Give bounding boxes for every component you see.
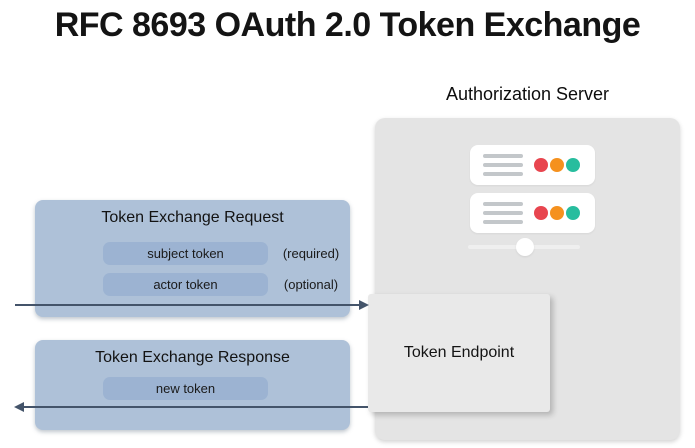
new-token-pill: new token xyxy=(103,377,268,400)
server-line-icon xyxy=(483,220,523,224)
server-led-teal-icon xyxy=(566,206,580,220)
server-rack-icon xyxy=(470,145,595,185)
server-led-red-icon xyxy=(534,206,548,220)
server-line-icon xyxy=(483,163,523,167)
server-rack-icon xyxy=(470,193,595,233)
actor-token-pill: actor token xyxy=(103,273,268,296)
server-led-orange-icon xyxy=(550,158,564,172)
response-arrow-line xyxy=(23,406,368,408)
response-box-title: Token Exchange Response xyxy=(95,349,290,366)
subject-token-pill: subject token xyxy=(103,242,268,265)
server-led-teal-icon xyxy=(566,158,580,172)
token-exchange-response-box: Token Exchange Response new token xyxy=(35,340,350,430)
server-base-knob-icon xyxy=(516,238,534,256)
page-title: RFC 8693 OAuth 2.0 Token Exchange xyxy=(54,6,641,44)
request-arrowhead-right-icon xyxy=(359,300,369,310)
request-arrow-line xyxy=(15,304,361,306)
subject-token-qualifier: (required) xyxy=(282,246,340,261)
authorization-server-label: Authorization Server xyxy=(445,84,610,104)
server-line-icon xyxy=(483,154,523,158)
server-line-icon xyxy=(483,211,523,215)
server-led-red-icon xyxy=(534,158,548,172)
token-endpoint-box: Token Endpoint xyxy=(368,294,550,412)
response-arrowhead-left-icon xyxy=(14,402,24,412)
token-endpoint-label: Token Endpoint xyxy=(403,344,515,361)
request-box-title: Token Exchange Request xyxy=(101,209,284,226)
token-exchange-request-box: Token Exchange Request subject token (re… xyxy=(35,200,350,317)
server-line-icon xyxy=(483,202,523,206)
server-line-icon xyxy=(483,172,523,176)
actor-token-qualifier: (optional) xyxy=(283,277,339,292)
server-led-orange-icon xyxy=(550,206,564,220)
